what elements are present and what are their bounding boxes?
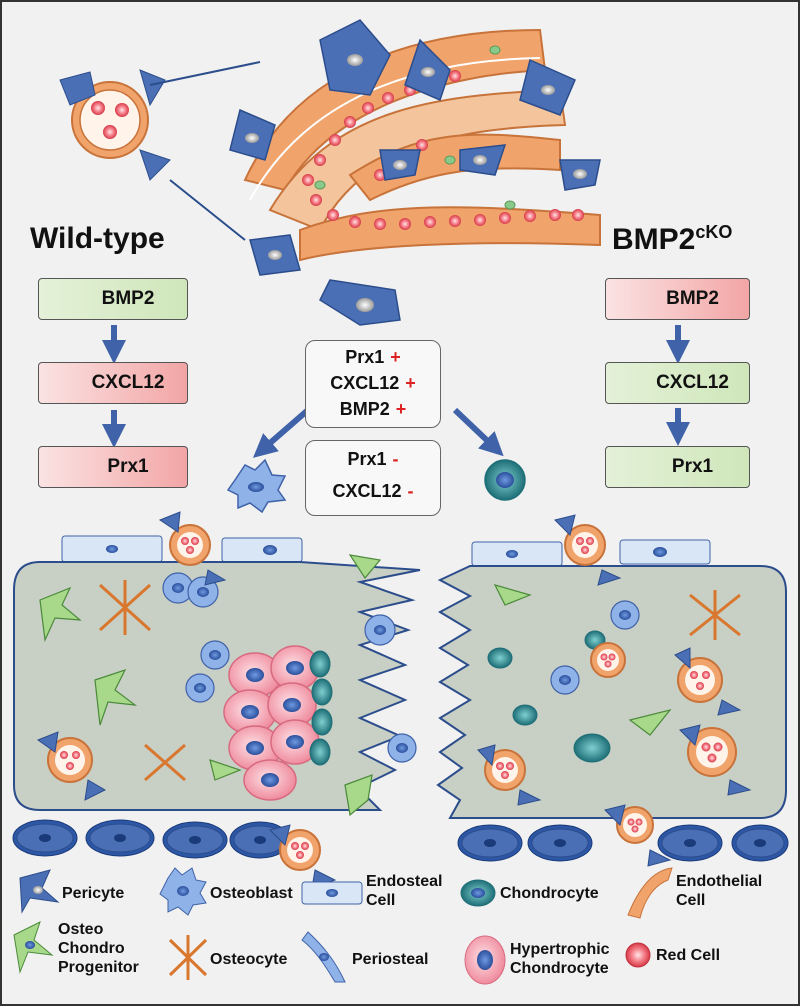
cko-bmp2-label: BMP2 xyxy=(666,288,719,309)
legend-endosteal-label: Endosteal Cell xyxy=(366,873,443,909)
wild-bmp2-box: BMP2 xyxy=(38,278,188,320)
cko-title: BMP2cKO xyxy=(612,222,732,257)
center-bmp2-sign: + xyxy=(395,399,407,419)
legend-red-cell-label: Red Cell xyxy=(656,947,721,964)
legend-pericyte-label: Pericyte xyxy=(62,885,125,902)
chondrocyte-floating xyxy=(484,459,526,501)
cko-cxcl12-label: CXCL12 xyxy=(656,372,729,393)
cko-prx1-label: Prx1 xyxy=(671,456,714,477)
progenitor-group xyxy=(39,554,672,817)
center-cxcl12-sign: + xyxy=(405,373,416,393)
wild-type-title: Wild-type xyxy=(30,222,165,255)
cko-bmp2-box: BMP2 xyxy=(605,278,750,320)
vessel-cross-section xyxy=(59,61,261,241)
legend-chondrocyte-label: Chondrocyte xyxy=(500,885,599,902)
center-neg-cxcl12-row: CXCL12- xyxy=(306,481,440,502)
center-neg-prx1-label: Prx1 xyxy=(347,449,387,469)
legend-icons xyxy=(13,867,673,985)
cko-title-base: BMP2 xyxy=(612,223,696,256)
wild-cxcl12-box: CXCL12 xyxy=(38,362,188,404)
legend-hypertrophic-label: Hypertrophic Chondrocyte xyxy=(510,941,610,977)
cko-prx1-box: Prx1 xyxy=(605,446,750,488)
center-prx1-row: Prx1+ xyxy=(306,347,440,368)
cko-title-superscript: cKO xyxy=(695,222,733,242)
bone-pericytes xyxy=(36,511,752,889)
center-prx1-label: Prx1 xyxy=(345,347,385,367)
legend-osteocyte-label: Osteocyte xyxy=(210,951,288,968)
osteoblast-floating xyxy=(226,458,287,514)
center-bmp2-row: BMP2+ xyxy=(306,399,440,420)
legend-periosteal-label: Periosteal xyxy=(352,951,429,968)
wild-prx1-label: Prx1 xyxy=(107,456,149,477)
center-cxcl12-row: CXCL12+ xyxy=(306,373,440,394)
center-neg-prx1-sign: - xyxy=(392,449,399,469)
wild-prx1-box: Prx1 xyxy=(38,446,188,488)
wild-cxcl12-label: CXCL12 xyxy=(91,372,165,393)
legend-red-cell-icon xyxy=(625,942,651,968)
legend-endothelial-icon xyxy=(627,867,673,919)
center-positive-box: Prx1+ CXCL12+ BMP2+ xyxy=(305,340,441,428)
chondrocyte-group-right xyxy=(487,630,611,763)
wild-bmp2-label: BMP2 xyxy=(101,288,155,309)
center-neg-cxcl12-label: CXCL12 xyxy=(332,481,402,501)
legend-endothelial-label: Endothelial Cell xyxy=(676,873,763,909)
center-negative-box: Prx1- CXCL12- xyxy=(305,440,441,516)
vessel-illustration xyxy=(243,28,601,262)
bone-vessels xyxy=(47,524,737,871)
cko-cxcl12-box: CXCL12 xyxy=(605,362,750,404)
center-neg-prx1-row: Prx1- xyxy=(306,449,440,470)
center-neg-cxcl12-sign: - xyxy=(407,481,414,501)
center-cxcl12-label: CXCL12 xyxy=(330,373,400,393)
legend-osteoblast-label: Osteoblast xyxy=(210,885,293,902)
center-prx1-sign: + xyxy=(390,347,401,367)
center-bmp2-label: BMP2 xyxy=(339,399,390,419)
legend-osteocyte-icon xyxy=(168,935,208,980)
legend-progenitor-label: Osteo Chondro Progenitor xyxy=(58,921,139,976)
osteocyte-group xyxy=(98,580,741,782)
hypertrophic-chondrocyte-cluster xyxy=(223,645,333,801)
